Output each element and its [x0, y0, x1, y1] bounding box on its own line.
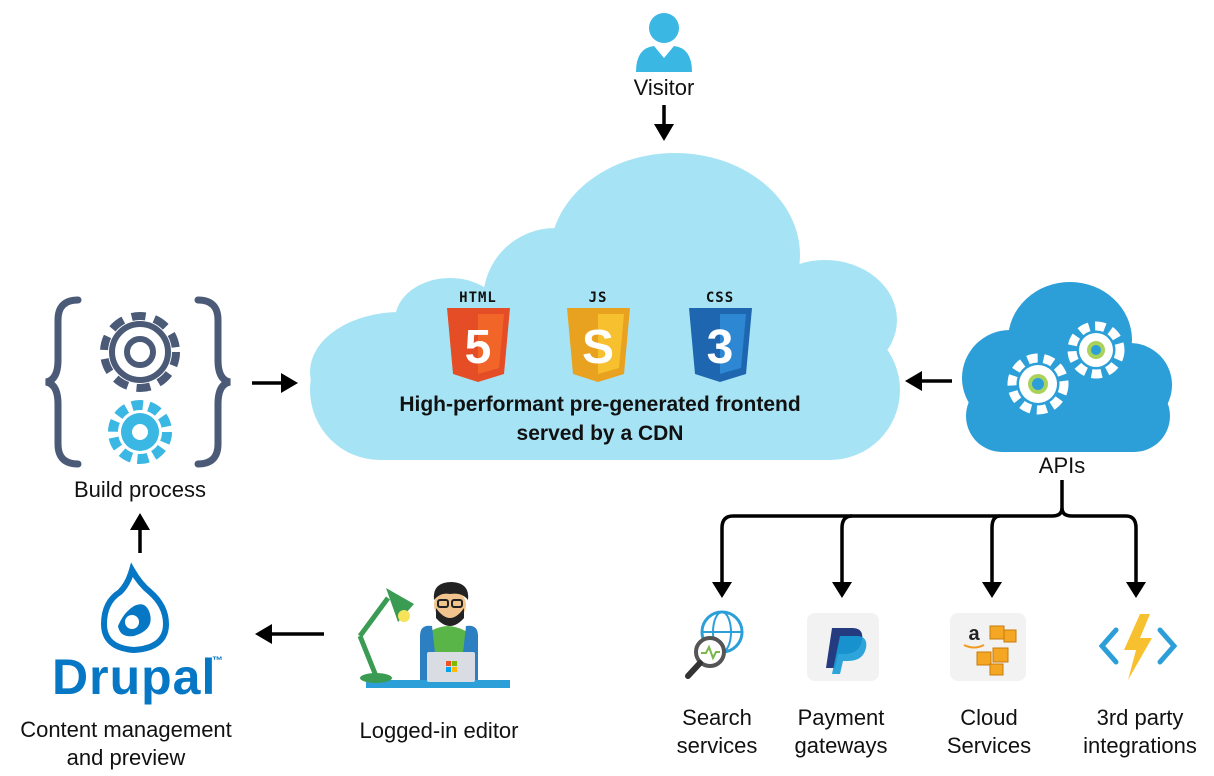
service-search-line-1: Search — [682, 705, 752, 730]
html5-icon: HTML 5 — [447, 290, 510, 382]
html-badge-text: HTML — [459, 290, 497, 306]
service-cloud-line-2: Services — [946, 733, 1032, 758]
api-gear-2-icon — [1067, 321, 1125, 379]
arrow-apis-to-cdn — [905, 371, 952, 391]
build-process-label: Build process — [73, 477, 207, 502]
js-badge-text: JS — [589, 290, 608, 306]
build-process-icon — [45, 296, 231, 468]
service-third-party-line-2: integrations — [1083, 733, 1197, 758]
service-arrowheads — [712, 582, 1146, 598]
drupal-desc-line-1: Content management — [20, 717, 232, 742]
cdn-line-1: High-performant pre-generated frontend — [399, 393, 801, 416]
drupal-trademark: ™ — [212, 655, 223, 667]
apis-label: APIs — [1038, 453, 1086, 478]
lightning-code-icon — [1098, 614, 1178, 680]
amazon-boxes-icon: a — [950, 613, 1026, 681]
svg-text:a: a — [968, 623, 980, 645]
css3-icon: CSS 3 — [689, 290, 752, 382]
large-gear-icon — [100, 312, 180, 392]
svg-text:5: 5 — [465, 321, 492, 374]
cdn-description: High-performant pre-generated frontend s… — [330, 390, 870, 448]
api-gear-1-icon — [1007, 353, 1069, 415]
service-payment-line-1: Payment — [797, 705, 885, 730]
small-gear-icon — [108, 400, 172, 464]
css-badge-text: CSS — [706, 290, 734, 306]
desk-lamp-icon — [357, 588, 414, 683]
visitor-label: Visitor — [633, 75, 695, 100]
arrow-editor-to-drupal — [255, 624, 324, 644]
arrow-drupal-to-build — [130, 513, 150, 553]
paypal-icon — [807, 613, 879, 681]
service-search-line-2: services — [676, 733, 758, 758]
service-third-party: 3rd party integrations — [1070, 704, 1210, 760]
drupal-drop-icon — [100, 562, 170, 654]
apis-branch-connector — [720, 480, 1138, 586]
drupal-logo-text: Drupal — [52, 649, 217, 705]
laptop-icon — [427, 652, 475, 682]
editor-illustration — [357, 582, 510, 688]
service-cloud: Cloud Services — [932, 704, 1046, 760]
arrow-build-to-cdn — [252, 373, 298, 393]
arrow-visitor-to-cdn — [654, 105, 674, 141]
search-globe-icon — [685, 610, 744, 679]
drupal-description: Content management and preview — [0, 716, 252, 772]
js-icon: JS S — [567, 290, 630, 382]
drupal-desc-line-2: and preview — [66, 745, 186, 770]
svg-text:3: 3 — [707, 321, 734, 374]
service-payment-line-2: gateways — [794, 733, 888, 758]
service-third-party-line-1: 3rd party — [1096, 705, 1184, 730]
service-cloud-line-1: Cloud — [960, 705, 1018, 730]
visitor-icon — [636, 13, 692, 72]
api-cloud-icon — [962, 282, 1172, 452]
svg-text:S: S — [582, 321, 614, 374]
cdn-line-2: served by a CDN — [516, 422, 684, 445]
editor-label: Logged-in editor — [359, 718, 519, 743]
service-payment: Payment gateways — [784, 704, 898, 760]
service-search: Search services — [660, 704, 774, 760]
